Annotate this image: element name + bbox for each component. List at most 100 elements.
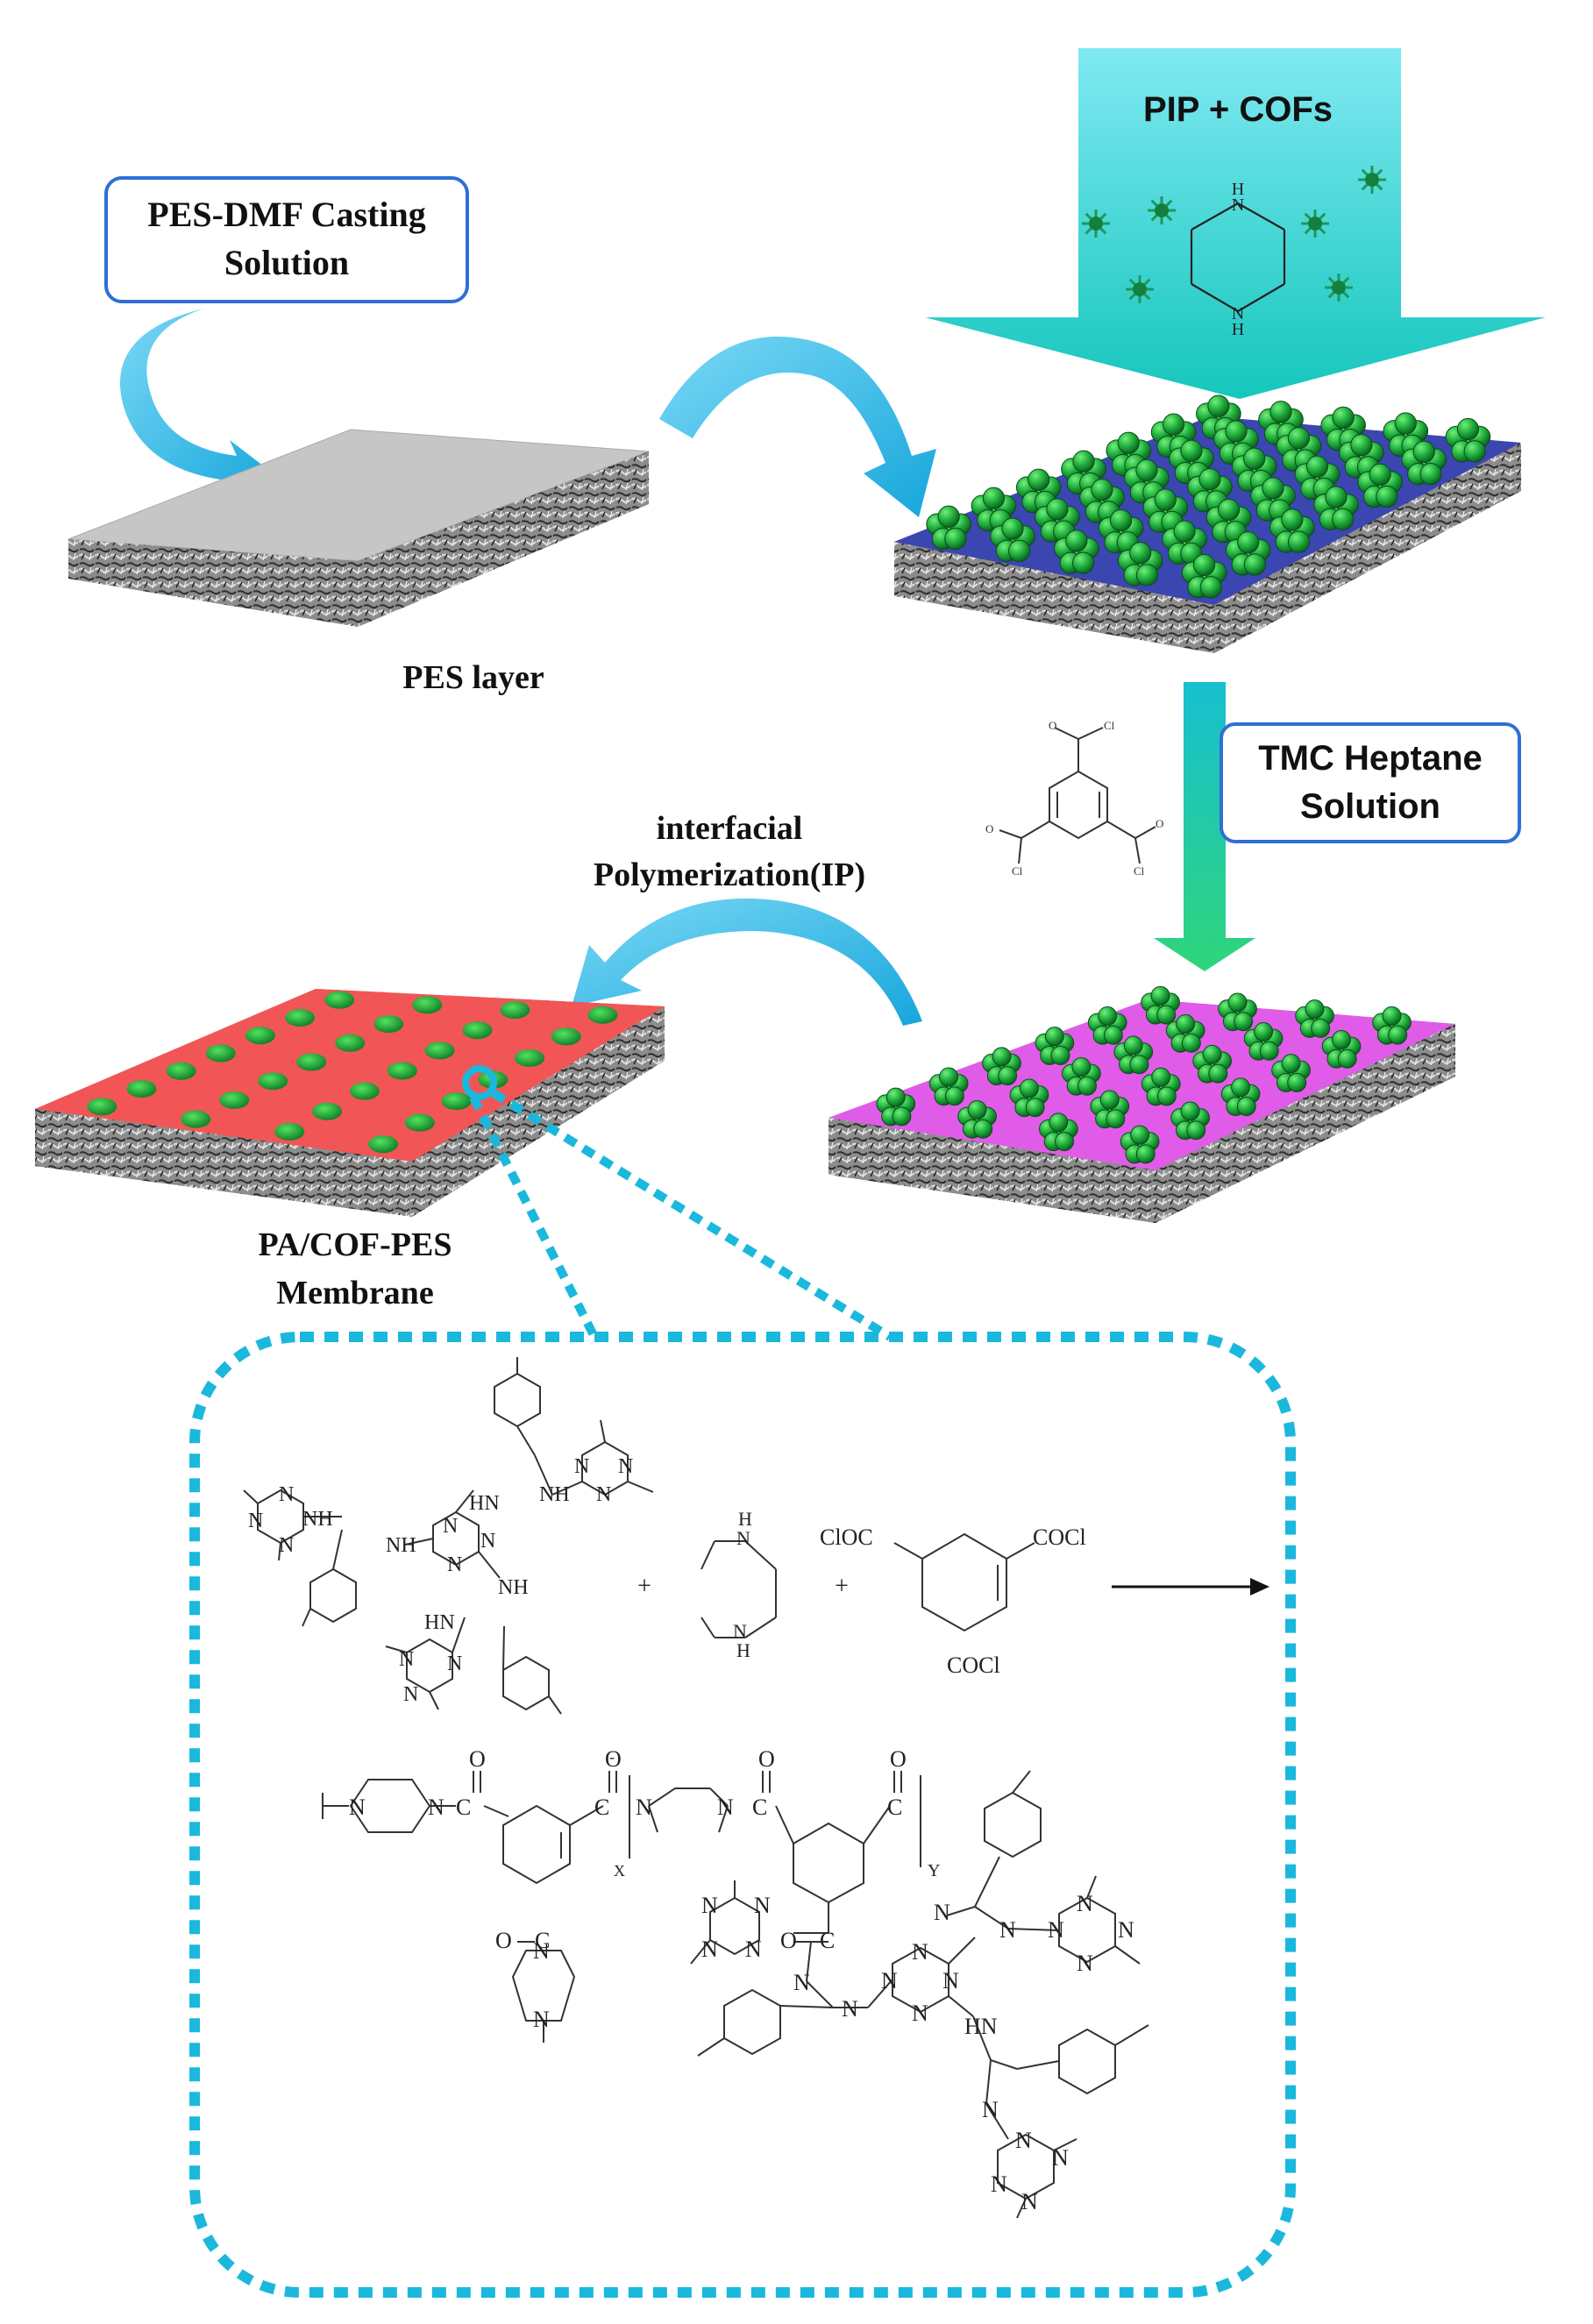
pip-layer-slab bbox=[894, 394, 1521, 653]
cof-cluster bbox=[1120, 1125, 1160, 1164]
cof-cluster bbox=[1205, 498, 1252, 544]
svg-text:NH: NH bbox=[498, 1576, 529, 1599]
chemistry-detail-box bbox=[189, 1332, 1296, 2298]
tmc-solution-box: TMC Heptane Solution bbox=[1220, 722, 1521, 843]
cof-dots-on-membrane bbox=[87, 991, 618, 1154]
cof-dot bbox=[373, 1015, 404, 1034]
svg-text:C: C bbox=[887, 1795, 902, 1820]
svg-text:X: X bbox=[614, 1862, 625, 1880]
pip-react-n-bottom: N bbox=[733, 1620, 747, 1642]
cof-dot bbox=[181, 1110, 211, 1128]
cof-cluster bbox=[1220, 1077, 1261, 1117]
cof-cluster bbox=[1170, 1101, 1210, 1141]
svg-text:N: N bbox=[533, 1938, 550, 1964]
cof-dot bbox=[285, 1008, 316, 1027]
cof-cluster bbox=[1231, 447, 1277, 493]
cof-cluster bbox=[1090, 1090, 1130, 1129]
cof-cluster bbox=[926, 505, 971, 551]
cof-cluster bbox=[1225, 531, 1271, 576]
tmc-react-cocl-right: COCl bbox=[1033, 1524, 1086, 1550]
tmc-react-cocl-bottom: COCl bbox=[947, 1652, 1000, 1678]
tmc-o-3: O bbox=[1156, 817, 1163, 830]
svg-text:N: N bbox=[618, 1455, 633, 1478]
tmc-molecule bbox=[999, 727, 1156, 864]
cof-dot bbox=[387, 1062, 417, 1080]
cof-cluster bbox=[1445, 417, 1491, 463]
svg-text:N: N bbox=[1021, 2189, 1038, 2214]
cof-cluster bbox=[1181, 553, 1227, 599]
pip-arrow-shape bbox=[925, 48, 1546, 399]
plus-2: + bbox=[835, 1573, 849, 1600]
cof-cluster bbox=[990, 517, 1035, 562]
cof-cluster bbox=[1087, 1006, 1127, 1045]
cof-sparkle bbox=[1301, 210, 1329, 238]
cof-dot bbox=[500, 1001, 530, 1020]
cof-cluster bbox=[1243, 1022, 1284, 1061]
svg-text:N: N bbox=[1015, 2128, 1032, 2153]
cof-cluster bbox=[1295, 999, 1334, 1038]
cof-cluster bbox=[1079, 479, 1125, 523]
membrane-line-2: Membrane bbox=[276, 1275, 433, 1311]
svg-text:N: N bbox=[443, 1515, 458, 1538]
svg-text:N: N bbox=[596, 1483, 611, 1506]
cof-cluster bbox=[1035, 1027, 1075, 1065]
cof-dot bbox=[514, 1048, 544, 1067]
cof-dot bbox=[587, 1006, 618, 1024]
zoom-indicator bbox=[462, 1065, 893, 1341]
cof-cluster bbox=[1357, 463, 1403, 508]
svg-text:N: N bbox=[717, 1795, 734, 1820]
cof-cluster bbox=[1339, 433, 1384, 479]
svg-text:N: N bbox=[1118, 1917, 1134, 1943]
pip-react-n-top: N bbox=[736, 1527, 750, 1549]
tmc-cl-1: Cl bbox=[1104, 719, 1115, 732]
cof-dot bbox=[87, 1098, 117, 1116]
cof-cluster bbox=[1401, 440, 1447, 486]
pip-cofs-arrow: PIP + COFs H N N H bbox=[925, 48, 1546, 399]
tmc-line-2: Solution bbox=[1300, 787, 1440, 826]
svg-text:HN: HN bbox=[469, 1492, 500, 1515]
svg-text:O: O bbox=[780, 1928, 797, 1953]
pes-to-pip-arrow bbox=[659, 336, 936, 517]
svg-text:N: N bbox=[982, 2097, 999, 2122]
cof-cluster bbox=[1117, 542, 1163, 586]
cof-dot bbox=[205, 1044, 236, 1063]
cof-cluster bbox=[1062, 1057, 1101, 1096]
cof-cluster bbox=[971, 487, 1017, 532]
svg-text:N: N bbox=[701, 1893, 718, 1918]
tmc-o-1: O bbox=[1049, 719, 1056, 732]
svg-text:N: N bbox=[574, 1455, 589, 1478]
cof-dot bbox=[424, 1041, 455, 1060]
cof-sparkle bbox=[1358, 166, 1386, 194]
casting-line-2: Solution bbox=[224, 243, 349, 282]
cof-clusters-on-pip-layer bbox=[926, 394, 1491, 599]
pip-n-top: N bbox=[1232, 195, 1244, 215]
svg-text:NH: NH bbox=[539, 1483, 570, 1506]
cof-dot bbox=[441, 1092, 472, 1111]
svg-text:N: N bbox=[279, 1483, 294, 1506]
cof-dot bbox=[312, 1102, 343, 1120]
piperazine-structure bbox=[1190, 203, 1286, 312]
cof-cluster bbox=[1038, 1112, 1078, 1152]
ip-line-2: Polymerization(IP) bbox=[594, 856, 865, 893]
tmc-arrow bbox=[1154, 682, 1255, 971]
svg-text:HN: HN bbox=[964, 2014, 998, 2039]
cof-dot bbox=[219, 1091, 250, 1109]
cof-dot bbox=[245, 1027, 275, 1045]
tmc-react-cioc: ClOC bbox=[820, 1524, 873, 1550]
svg-text:N: N bbox=[1077, 1951, 1093, 1976]
cof-cluster bbox=[1113, 1035, 1154, 1075]
svg-text:N: N bbox=[754, 1893, 771, 1918]
svg-text:N: N bbox=[349, 1795, 366, 1820]
casting-solution-box: PES-DMF Casting Solution bbox=[104, 176, 469, 303]
casting-line-1: PES-DMF Casting bbox=[147, 195, 425, 234]
svg-text:C: C bbox=[594, 1795, 609, 1820]
svg-text:N: N bbox=[1052, 2145, 1069, 2171]
cof-structure-atoms: N N N N N N NH NH HN NH N N N NH HN N N … bbox=[248, 1455, 633, 1706]
svg-text:N: N bbox=[447, 1652, 462, 1675]
svg-text:N: N bbox=[403, 1683, 418, 1706]
svg-text:N: N bbox=[701, 1937, 718, 1962]
svg-text:N: N bbox=[991, 2171, 1007, 2197]
cof-cluster bbox=[1035, 498, 1080, 543]
cof-cluster bbox=[1258, 401, 1304, 445]
membrane-line-1: PA/COF-PES bbox=[259, 1226, 452, 1263]
